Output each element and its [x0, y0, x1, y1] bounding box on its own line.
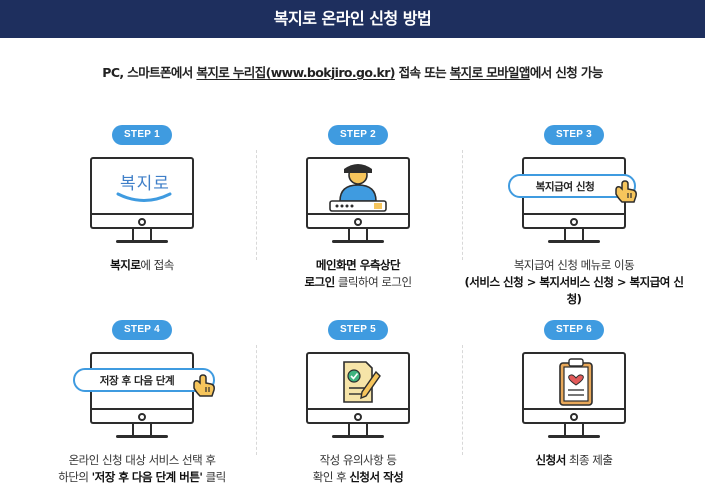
monitor-icon: [306, 157, 410, 249]
step-3: STEP 3 복지급여 신청 메뉴로 이동 (서비스 신청 > 복지서비스 신청…: [459, 122, 689, 308]
monitor-screen: [306, 352, 410, 410]
monitor-icon: [90, 352, 194, 444]
step-badge: STEP 6: [543, 320, 605, 340]
step-caption: 메인화면 우측상단 로그인 클릭하여 로그인: [304, 258, 412, 289]
column-divider: [256, 345, 257, 455]
step-badge: STEP 5: [327, 320, 389, 340]
clipboard-heart-icon: [559, 358, 593, 406]
subtitle-text-3: 에서 신청 가능: [529, 65, 604, 80]
step-1: STEP 1 복지로 복지로에 접속: [27, 122, 257, 274]
page-header: 복지로 온라인 신청 방법: [0, 0, 705, 38]
monitor-screen: [522, 352, 626, 410]
bokjiro-app-link[interactable]: 복지로 모바일앱: [449, 65, 531, 80]
step-badge: STEP 3: [543, 125, 605, 145]
step-6: STEP 6 신청서 최종 제출: [459, 317, 689, 469]
page-subtitle: PC, 스마트폰에서 복지로 누리집(www.bokjiro.go.kr) 접속…: [0, 62, 705, 81]
monitor-icon: 복지로: [90, 157, 194, 249]
bokjiro-logo: 복지로: [120, 174, 170, 194]
step-2: STEP 2 메인화면 우측상단 로그인 클릭하여 로그인: [243, 122, 473, 291]
person-login-icon: [329, 164, 387, 212]
hand-pointer-icon: [612, 180, 638, 204]
step-badge: STEP 4: [111, 320, 173, 340]
welfare-apply-button[interactable]: 복지급여 신청: [508, 174, 636, 198]
subtitle-text-1: PC, 스마트폰에서: [102, 65, 197, 80]
column-divider: [462, 150, 463, 260]
step-4: STEP 4 온라인 신청 대상 서비스 선택 후 하단의 '저장 후 다음 단…: [27, 317, 257, 483]
step-caption: 작성 유의사항 등 확인 후 신청서 작성: [312, 453, 404, 483]
save-next-step-button[interactable]: 저장 후 다음 단계: [73, 368, 215, 392]
monitor-icon: [522, 352, 626, 444]
step-caption: 온라인 신청 대상 서비스 선택 후 하단의 '저장 후 다음 단계 버튼' 클…: [58, 453, 226, 483]
step-5: STEP 5 작성 유의사항 등 확인 후 신청서 작성: [243, 317, 473, 483]
monitor-icon: [522, 157, 626, 249]
step-caption: 복지급여 신청 메뉴로 이동 (서비스 신청 > 복지서비스 신청 > 복지급여…: [464, 258, 684, 306]
column-divider: [462, 345, 463, 455]
smile-icon: [116, 192, 172, 202]
subtitle-text-2: 접속 또는: [394, 65, 450, 80]
column-divider: [256, 150, 257, 260]
document-pen-icon: [343, 361, 381, 403]
bokjiro-website-link[interactable]: 복지로 누리집(www.bokjiro.go.kr): [196, 65, 395, 80]
step-caption: 신청서 최종 제출: [535, 453, 613, 467]
step-badge: STEP 2: [327, 125, 389, 145]
step-badge: STEP 1: [111, 125, 173, 145]
monitor-screen: 복지로: [90, 157, 194, 215]
hand-pointer-icon: [190, 374, 216, 398]
monitor-icon: [306, 352, 410, 444]
step-caption: 복지로에 접속: [110, 258, 174, 272]
monitor-screen: [306, 157, 410, 215]
